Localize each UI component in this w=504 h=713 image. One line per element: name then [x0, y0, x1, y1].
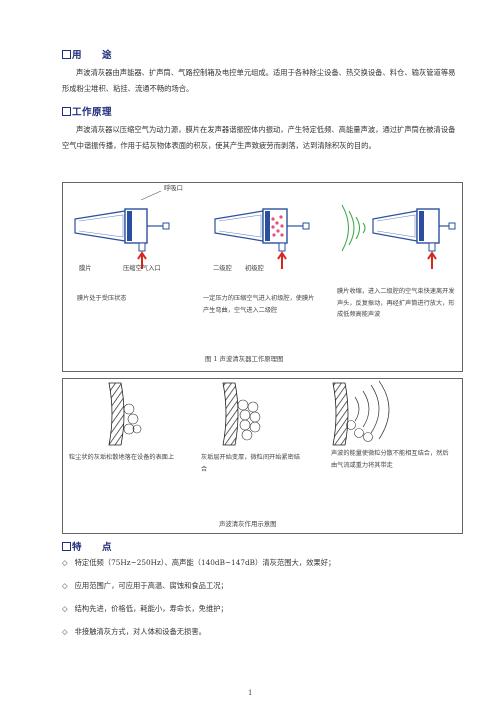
figure-1-caption: 图 1 声波清灰器工作原理图 — [205, 355, 284, 363]
figure-1-desc-3: 膜片收缩，进入二级腔的空气束快速离开发声头，反复振动，再经扩声筒进行放大，形成低… — [337, 288, 455, 318]
horn-rest-diagram — [74, 190, 170, 269]
checkbox-square-icon — [62, 107, 71, 116]
label-first-chamber: 初级腔 — [245, 265, 264, 272]
figure-1-desc-2: 一定压力的压缩空气进入初级腔，使膜片产生弯曲，空气进入二级腔 — [203, 295, 315, 314]
label-air-inlet: 压缩空气入口 — [123, 265, 161, 272]
use-paragraph: 声波清灰器由声能器、扩声筒、气路控制箱及电控单元组成。适用于各种除尘设备、热交换… — [62, 68, 456, 93]
label-second-chamber: 二级腔 — [213, 265, 232, 272]
label-diaphragm: 膜片 — [79, 265, 92, 272]
figure-2-diagram — [108, 380, 390, 446]
page-number: 1 — [248, 689, 253, 697]
figure-2-desc-2: 灰垢层开始变厚，微粒间开始紧密结合 — [201, 454, 300, 473]
feature-item: ◇结构先进，价格低，耗能小，寿命长，免维护； — [62, 604, 228, 613]
section-heading-use: 用 途 — [62, 47, 112, 61]
thick-dust-diagram — [222, 382, 261, 446]
figure-1-working-principle: 呼吸口 膜片 压缩空气入口 二级腔 初级腔 膜片处于受压状态 一定压力的压缩空气… — [62, 182, 463, 372]
horn-compressed-diagram — [214, 208, 310, 269]
figure-1-diagram — [74, 190, 456, 269]
diamond-bullet-icon: ◇ — [62, 604, 68, 613]
checkbox-square-icon — [62, 542, 71, 551]
label-air-outlet: 呼吸口 — [164, 185, 183, 192]
horn-emitting-diagram — [341, 204, 456, 269]
figure-1-desc-1: 膜片处于受压状态 — [77, 295, 127, 302]
diamond-bullet-icon: ◇ — [62, 627, 68, 636]
figure-2-desc-3: 声波的能量使微粒分散不能相互结合，然后由气流或重力将其带走 — [331, 450, 449, 469]
figure-2-caption: 声波清灰作用示意图 — [219, 520, 277, 528]
figure-2-cleaning-effect: 粒尘状的灰垢松散地落在设备的表面上 灰垢层开始变厚，微粒间开始紧密结合 声波的能… — [62, 378, 463, 534]
loose-dust-diagram — [108, 382, 142, 446]
diamond-bullet-icon: ◇ — [62, 558, 68, 567]
principle-paragraph: 声波清灰器以压缩空气为动力源，膜片在发声器谐振腔体内振动，产生特定低频、高能量声… — [62, 125, 456, 150]
diamond-bullet-icon: ◇ — [62, 581, 68, 590]
dispersed-dust-diagram — [332, 380, 390, 446]
checkbox-square-icon — [62, 50, 71, 59]
feature-item: ◇特定低频（75Hz~250Hz）、高声能（140dB~147dB）清灰范围大，… — [62, 558, 336, 567]
section-heading-principle: 工作原理 — [62, 104, 112, 118]
feature-item: ◇应用范围广，可应用于高温、腐蚀和食品工况； — [62, 581, 228, 590]
figure-2-desc-1: 粒尘状的灰垢松散地落在设备的表面上 — [69, 454, 175, 461]
feature-item: ◇非接触清灰方式，对人体和设备无损害。 — [62, 627, 206, 636]
section-heading-features: 特 点 — [62, 539, 112, 553]
